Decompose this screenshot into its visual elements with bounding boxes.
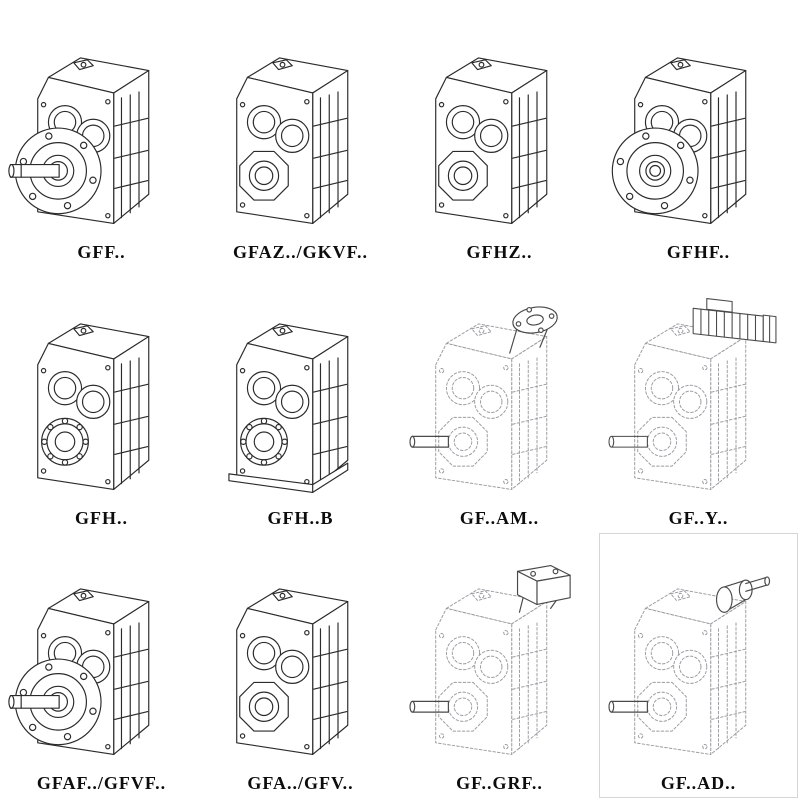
variant-label: GFH..B [267, 507, 334, 528]
variant-label: GF..GRF.. [456, 773, 543, 793]
phantom-gearbox-input-shaft-adapter-icon [600, 548, 798, 772]
variant-label: GF..AM.. [459, 507, 540, 528]
variant-label: GFAF../GFVF.. [36, 773, 167, 793]
phantom-gearbox-mounted-motor-icon [600, 283, 798, 507]
catalog-cell-gf-ad: GF..AD.. [599, 532, 798, 798]
variant-label: GFH.. [75, 507, 128, 528]
catalog-cell-gff: GFF.. [2, 2, 201, 267]
catalog-cell-gfa-gfv: GFA../GFV.. [201, 533, 400, 798]
catalog-cell-gfhz: GFHZ.. [400, 2, 599, 267]
gearbox-shaft-mounted-bearing-icon [3, 283, 201, 507]
catalog-cell-gfh-b: GFH..B [201, 267, 400, 532]
phantom-gearbox-coupling-housing-icon [401, 548, 599, 772]
catalog-cell-gfaf-gfvf: GFAF../GFVF.. [2, 533, 201, 798]
catalog-cell-gfaz-gkvf: GFAZ../GKVF.. [201, 2, 400, 267]
catalog-cell-gf-grf: GF..GRF.. [400, 533, 599, 798]
variant-label: GFAZ../GKVF.. [232, 242, 368, 263]
gearbox-hollow-shaft-output-icon [202, 548, 400, 772]
variant-label: GF..AD.. [660, 773, 737, 793]
gearbox-flange-output-with-shaft-icon [3, 548, 201, 772]
variant-label: GFHF.. [666, 242, 731, 263]
variant-label: GF..Y.. [668, 507, 729, 528]
catalog-cell-gfhf: GFHF.. [599, 2, 798, 267]
gearbox-flange-output-hollow-icon [600, 17, 798, 241]
gearbox-hollow-shaft-output-icon [202, 17, 400, 241]
variant-label: GFA../GFV.. [247, 773, 354, 793]
gearbox-hollow-shaft-output-icon [401, 17, 599, 241]
phantom-gearbox-motor-flange-adapter-icon [401, 283, 599, 507]
gearbox-flange-output-with-shaft-icon [3, 17, 201, 241]
variant-label: GFHZ.. [466, 242, 533, 263]
catalog-cell-gf-y: GF..Y.. [599, 267, 798, 532]
catalog-cell-gfh: GFH.. [2, 267, 201, 532]
gearbox-shaft-mounted-bearing-foot-icon [202, 283, 400, 507]
catalog-cell-gf-am: GF..AM.. [400, 267, 599, 532]
variant-label: GFF.. [77, 242, 126, 263]
